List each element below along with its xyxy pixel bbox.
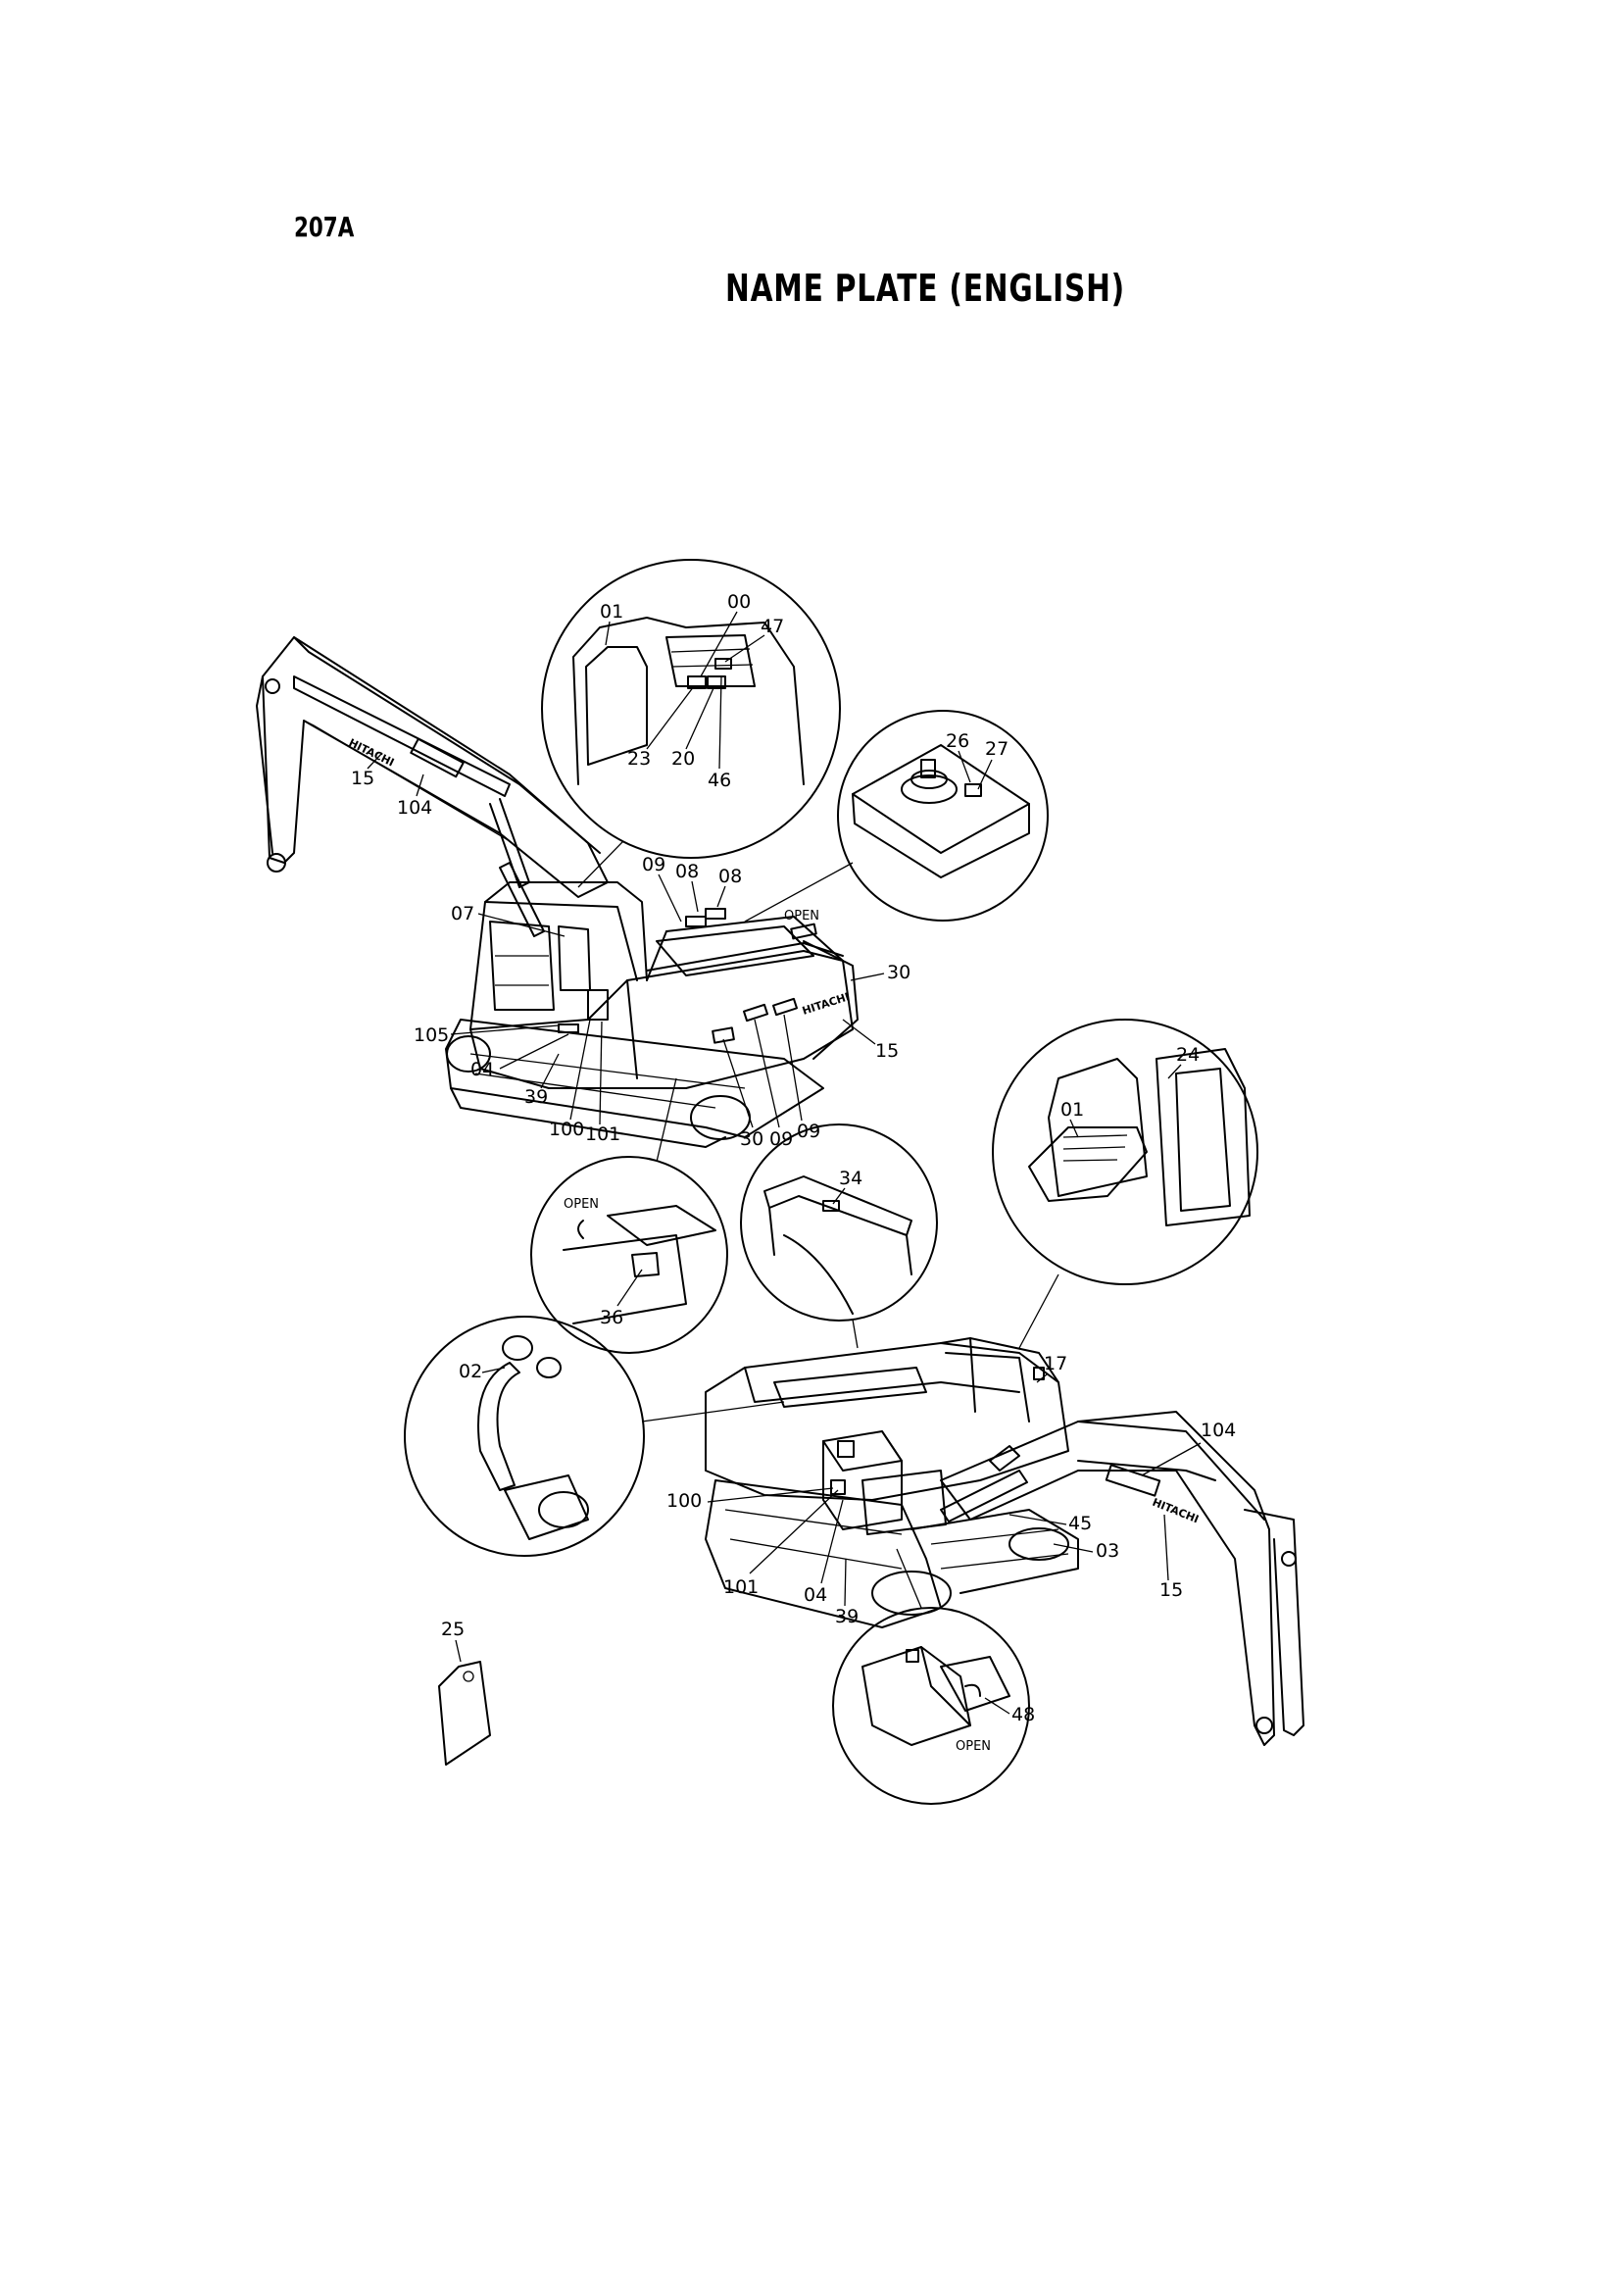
- callout-09-mid: 09: [769, 1128, 793, 1150]
- callout-34: 34: [839, 1168, 862, 1189]
- callout-00: 00: [727, 591, 751, 613]
- detail-cab-interior: 01 00 47 23 20 46: [541, 559, 841, 888]
- callout-30-right: 30: [887, 962, 910, 983]
- callout-47: 47: [761, 616, 784, 637]
- callout-105: 105: [414, 1024, 449, 1046]
- detail-fuel-tank: 26 27: [744, 710, 1049, 923]
- callout-25: 25: [441, 1619, 465, 1640]
- callout-36: 36: [600, 1307, 623, 1328]
- detail-open-handle: OPEN 36: [530, 1077, 728, 1354]
- page-title: NAME PLATE (ENGLISH): [725, 267, 1125, 310]
- callout-15-lower: 15: [1159, 1579, 1183, 1601]
- callout-07: 07: [451, 903, 474, 924]
- callout-09-right: 09: [797, 1121, 820, 1142]
- callout-04-lower: 04: [804, 1584, 827, 1606]
- callout-01-seat: 01: [1060, 1099, 1084, 1121]
- lower-boom-brand-label: HITACHI: [1151, 1496, 1201, 1526]
- callout-101-lower: 101: [723, 1576, 759, 1598]
- callout-09-top: 09: [642, 854, 665, 875]
- callout-23: 23: [627, 748, 651, 770]
- lower-callouts: 17 104 45 03 15 100 101 04 39: [666, 1353, 1236, 1627]
- callout-15-counterweight: 15: [875, 1040, 899, 1062]
- upper-open-label: OPEN: [784, 909, 819, 923]
- callout-104-upper: 104: [397, 797, 432, 819]
- callout-100-upper: 100: [549, 1119, 584, 1140]
- upper-callouts: 15 104 07 09 08 08 30 15 105 04 39 100 1…: [351, 752, 910, 1150]
- upper-excavator: HITACHI HITACHI OPEN: [256, 636, 859, 1148]
- detail-open-48: OPEN 48: [832, 1548, 1035, 1805]
- page-code: 207A: [294, 211, 355, 243]
- callout-01-cab: 01: [600, 601, 623, 623]
- tag-25: 25: [438, 1619, 491, 1766]
- callout-100-lower: 100: [666, 1490, 702, 1512]
- callout-30-bottom: 30: [740, 1128, 763, 1150]
- callout-02: 02: [459, 1361, 482, 1382]
- callout-26: 26: [946, 730, 969, 752]
- callout-27: 27: [985, 738, 1008, 760]
- counterweight-brand-label: HITACHI: [801, 990, 851, 1018]
- callout-04-upper: 04: [470, 1059, 494, 1080]
- lower-excavator: HITACHI: [705, 1337, 1304, 1746]
- callout-15-upper-boom: 15: [351, 768, 374, 789]
- detail-cab-seat: 01 24: [992, 1019, 1258, 1349]
- callout-24: 24: [1176, 1044, 1200, 1066]
- handle-open-label: OPEN: [564, 1197, 599, 1212]
- detail-panel-34: 34: [740, 1123, 938, 1349]
- callout-17: 17: [1044, 1353, 1067, 1374]
- callout-104-lower: 104: [1201, 1420, 1236, 1441]
- lower-open-label: OPEN: [956, 1739, 991, 1754]
- callout-39-upper: 39: [524, 1086, 548, 1108]
- callout-20: 20: [671, 748, 695, 770]
- detail-air-cleaner: 02: [404, 1316, 785, 1557]
- callout-46: 46: [708, 770, 731, 791]
- callout-08-b: 08: [718, 866, 742, 887]
- callout-03: 03: [1096, 1540, 1119, 1562]
- callout-39-lower: 39: [835, 1606, 859, 1627]
- callout-101-upper: 101: [585, 1123, 620, 1145]
- callout-08-a: 08: [675, 861, 699, 882]
- callout-48: 48: [1011, 1704, 1035, 1725]
- callout-45: 45: [1068, 1513, 1092, 1534]
